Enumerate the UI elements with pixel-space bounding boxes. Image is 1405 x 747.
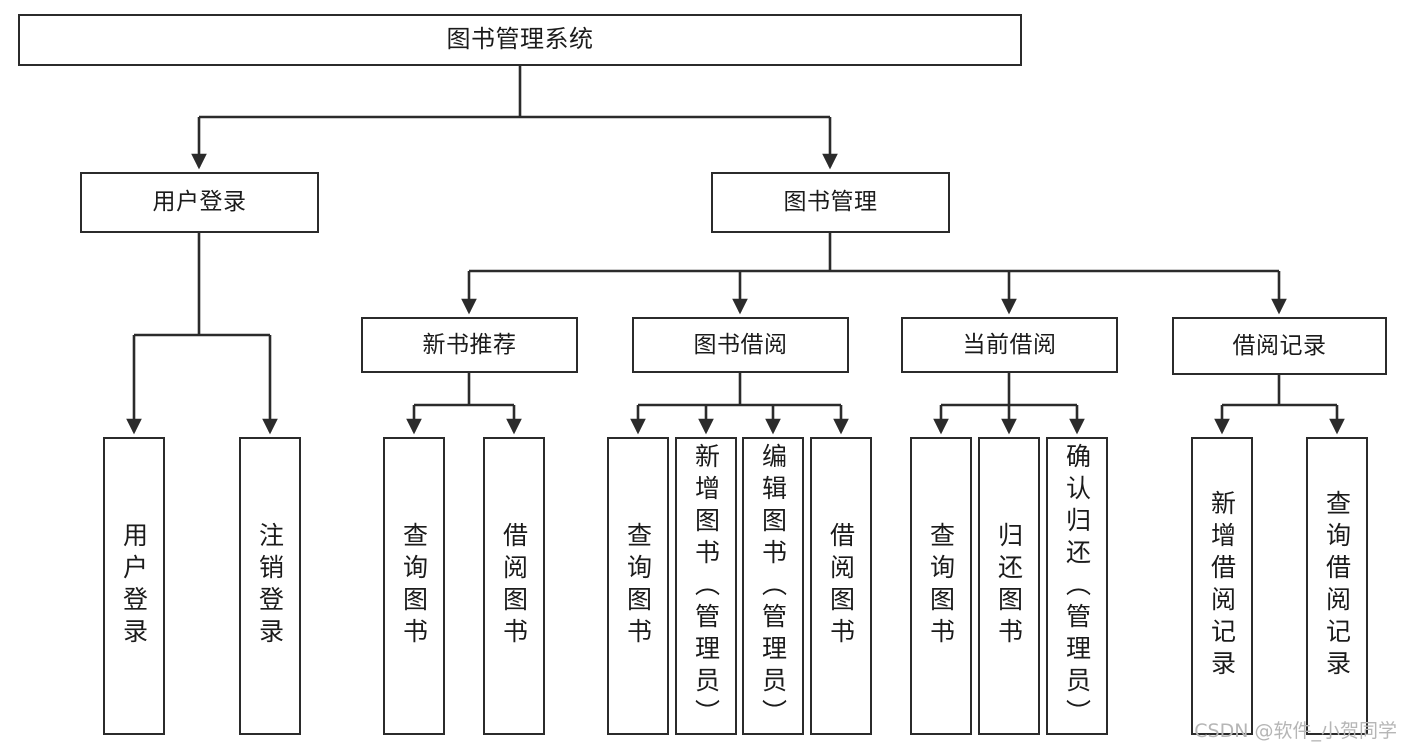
node-label: 新增借阅记录 — [1207, 490, 1237, 682]
node-leaf-borrow-book[interactable]: 借阅图书 — [810, 437, 872, 735]
node-label: 编辑图书（管理员） — [758, 443, 788, 731]
node-root-book-management-system[interactable]: 图书管理系统 — [18, 14, 1022, 66]
node-leaf-borrow-book-recommend[interactable]: 借阅图书 — [483, 437, 545, 735]
node-label: 查询图书 — [926, 522, 956, 650]
node-leaf-query-book-borrow[interactable]: 查询图书 — [607, 437, 669, 735]
node-label: 图书管理系统 — [446, 25, 594, 54]
node-leaf-query-book-current[interactable]: 查询图书 — [910, 437, 972, 735]
node-leaf-query-borrow-record[interactable]: 查询借阅记录 — [1306, 437, 1368, 735]
node-label: 查询图书 — [623, 522, 653, 650]
node-leaf-query-book-recommend[interactable]: 查询图书 — [383, 437, 445, 735]
node-label: 用户登录 — [119, 522, 149, 650]
node-label: 确认归还（管理员） — [1062, 443, 1092, 731]
node-label: 图书管理 — [783, 189, 878, 216]
node-leaf-user-login[interactable]: 用户登录 — [103, 437, 165, 735]
node-leaf-user-logout[interactable]: 注销登录 — [239, 437, 301, 735]
node-label: 借阅记录 — [1232, 332, 1327, 359]
node-leaf-confirm-return-admin[interactable]: 确认归还（管理员） — [1046, 437, 1108, 735]
node-leaf-edit-book-admin[interactable]: 编辑图书（管理员） — [742, 437, 804, 735]
node-label: 借阅图书 — [826, 522, 856, 650]
node-label: 新增图书（管理员） — [691, 443, 721, 731]
node-label: 归还图书 — [994, 522, 1024, 650]
node-label: 借阅图书 — [499, 522, 529, 650]
node-leaf-add-borrow-record[interactable]: 新增借阅记录 — [1191, 437, 1253, 735]
node-label: 图书借阅 — [693, 331, 788, 358]
node-label: 新书推荐 — [422, 331, 517, 358]
node-label: 当前借阅 — [962, 331, 1057, 358]
node-label: 用户登录 — [152, 189, 247, 216]
node-book-manage[interactable]: 图书管理 — [711, 172, 950, 233]
node-leaf-add-book-admin[interactable]: 新增图书（管理员） — [675, 437, 737, 735]
watermark-text: CSDN @软件_小贺同学 — [1194, 720, 1397, 742]
node-leaf-return-book[interactable]: 归还图书 — [978, 437, 1040, 735]
node-borrow-record[interactable]: 借阅记录 — [1172, 317, 1387, 375]
node-label: 查询借阅记录 — [1322, 490, 1352, 682]
node-user-login[interactable]: 用户登录 — [80, 172, 319, 233]
node-label: 查询图书 — [399, 522, 429, 650]
node-current-borrow[interactable]: 当前借阅 — [901, 317, 1118, 373]
node-label: 注销登录 — [255, 522, 285, 650]
node-book-borrow[interactable]: 图书借阅 — [632, 317, 849, 373]
node-new-book-recommend[interactable]: 新书推荐 — [361, 317, 578, 373]
